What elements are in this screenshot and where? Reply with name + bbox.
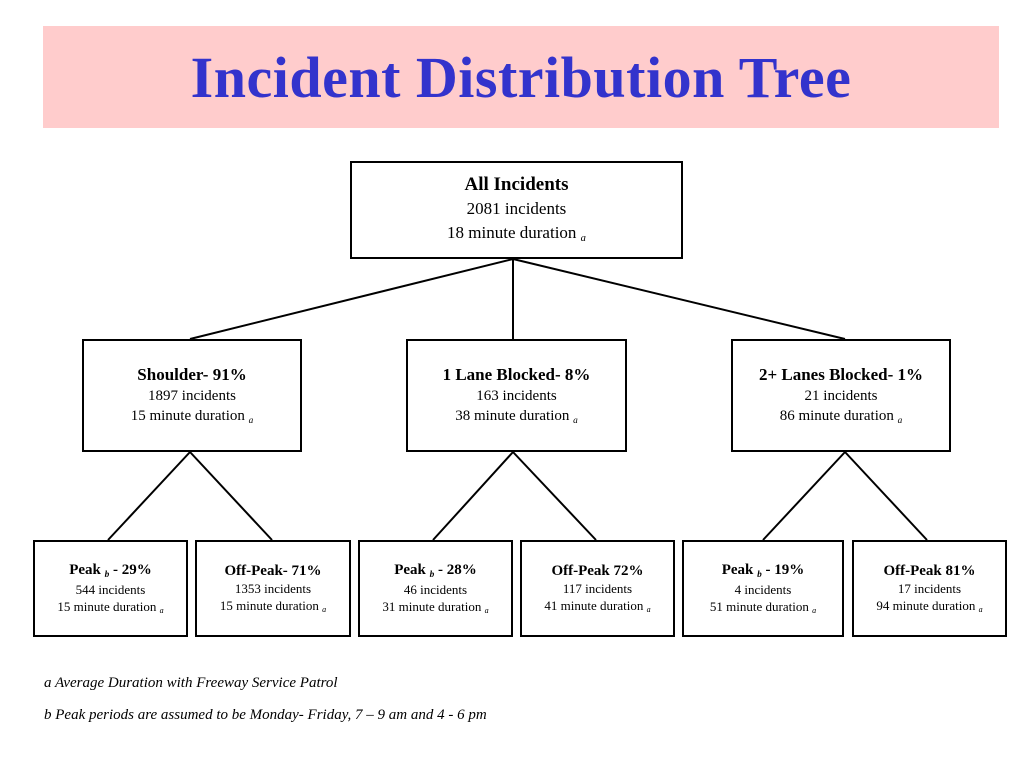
node-title: Shoulder- 91% [137, 364, 247, 384]
node-title: 2+ Lanes Blocked- 1% [758, 364, 924, 384]
connector-1lane-peak [432, 451, 514, 541]
connector-root-2lanes [512, 258, 846, 340]
node-title: 1 Lane Blocked- 8% [442, 364, 591, 384]
node-duration: 15 minute duration [57, 598, 157, 614]
connector-1lane-offpeak [512, 451, 597, 541]
connector-shoulder-peak [107, 451, 191, 541]
node-incidents: 4 incidents [734, 581, 792, 597]
node-duration: 38 minute duration [455, 407, 570, 424]
node-incidents: 544 incidents [75, 581, 146, 597]
node-incidents: 2081 incidents [466, 198, 567, 218]
node-label: Peak [721, 561, 754, 578]
node-incidents: 17 incidents [897, 580, 962, 596]
footnote-marker-a: a [978, 605, 983, 615]
node-duration: 51 minute duration [709, 598, 809, 614]
connector-2lanes-offpeak [844, 451, 928, 541]
footnote-marker-a: a [248, 415, 254, 426]
footnote-marker-b: b [429, 569, 435, 580]
node-duration: 15 minute duration [219, 597, 319, 613]
node-incidents: 117 incidents [562, 580, 633, 596]
footnote-marker-a: a [897, 415, 903, 426]
node-label: Off-Peak- 71% [224, 562, 322, 579]
node-1-lane-offpeak: Off-Peak 72% 117 incidents 41 minute dur… [520, 540, 675, 637]
node-1-lane-blocked: 1 Lane Blocked- 8% 163 incidents 38 minu… [406, 339, 627, 452]
node-shoulder: Shoulder- 91% 1897 incidents 15 minute d… [82, 339, 302, 452]
title-banner: Incident Distribution Tree [43, 26, 999, 128]
node-duration: 41 minute duration [544, 597, 644, 613]
footnote-marker-a: a [573, 415, 578, 426]
footnote-a: a Average Duration with Freeway Service … [44, 675, 338, 691]
node-2-lanes-offpeak: Off-Peak 81% 17 incidents 94 minute dura… [852, 540, 1007, 637]
node-incidents: 46 incidents [403, 581, 468, 597]
node-duration: 86 minute duration [779, 407, 894, 424]
footnote-b: b Peak periods are assumed to be Monday-… [44, 707, 487, 723]
node-duration: 18 minute duration [447, 222, 577, 242]
node-title: All Incidents [464, 173, 569, 195]
footnote-marker-a: a [159, 606, 164, 616]
connector-2lanes-peak [762, 451, 846, 541]
node-percent: - 19% [765, 561, 805, 578]
footnote-marker-b: b [104, 569, 110, 580]
footnote-marker-a: a [580, 233, 586, 245]
node-percent: - 28% [438, 561, 477, 578]
footnote-marker-a: a [646, 605, 651, 615]
node-incidents: 1897 incidents [148, 387, 236, 404]
node-shoulder-peak: Peak b - 29% 544 incidents 15 minute dur… [33, 540, 188, 637]
node-duration: 31 minute duration [382, 598, 482, 614]
footnote-marker-b: b [757, 569, 762, 580]
node-2-lanes-peak: Peak b - 19% 4 incidents 51 minute durat… [682, 540, 844, 637]
node-incidents: 1353 incidents [234, 580, 312, 596]
footnote-marker-a: a [812, 606, 817, 616]
connector-root-shoulder [189, 258, 514, 340]
page-title: Incident Distribution Tree [190, 44, 852, 110]
node-duration: 94 minute duration [876, 597, 976, 613]
node-1-lane-peak: Peak b - 28% 46 incidents 31 minute dura… [358, 540, 513, 637]
node-incidents: 163 incidents [476, 387, 557, 404]
node-2-lanes-blocked: 2+ Lanes Blocked- 1% 21 incidents 86 min… [731, 339, 951, 452]
node-label: Off-Peak 81% [883, 562, 976, 579]
node-incidents: 21 incidents [804, 387, 878, 404]
footnote-marker-a: a [484, 606, 489, 616]
node-label: Peak [394, 561, 426, 578]
connector-shoulder-offpeak [189, 451, 273, 541]
node-percent: - 29% [113, 561, 152, 578]
footnote-marker-a: a [322, 605, 327, 615]
node-duration: 15 minute duration [130, 407, 245, 424]
node-label: Off-Peak 72% [551, 562, 644, 579]
node-all-incidents: All Incidents 2081 incidents 18 minute d… [350, 161, 683, 259]
node-shoulder-offpeak: Off-Peak- 71% 1353 incidents 15 minute d… [195, 540, 351, 637]
node-label: Peak [69, 561, 101, 578]
